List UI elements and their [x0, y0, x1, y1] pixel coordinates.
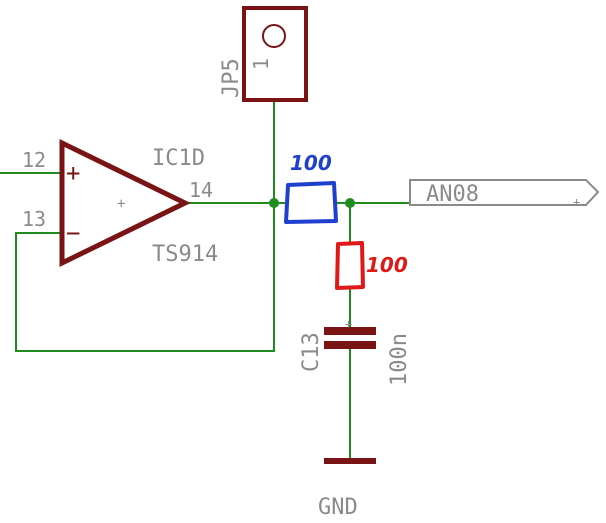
- capacitor-c13[interactable]: + C13 100n: [299, 317, 412, 386]
- capacitor-value: 100n: [387, 333, 412, 386]
- opamp-triangle: [59, 138, 191, 268]
- blue-resistor-annotation: 100: [284, 151, 338, 224]
- opamp-value: TS914: [152, 242, 218, 267]
- opamp-pin-13: 13: [22, 207, 46, 231]
- net-label-text: AN08: [426, 182, 479, 207]
- opamp-minus-sign: −: [66, 219, 80, 247]
- net-label-flag: [409, 179, 600, 206]
- capacitor-name: C13: [299, 332, 324, 372]
- opamp-ic1d[interactable]: + − + 12 13 14 IC1D TS914: [22, 138, 218, 268]
- capacitor-plate-top: [324, 327, 376, 335]
- capacitor-origin-mark: +: [345, 317, 352, 331]
- junction-dot-output: [269, 198, 279, 208]
- wire-feedback: [15, 203, 275, 352]
- jumper-pin-label: 1: [249, 58, 273, 70]
- capacitor-plate-bottom: [324, 341, 376, 349]
- net-label-origin-mark: +: [573, 195, 580, 209]
- ground-bar-icon: [324, 458, 376, 464]
- blue-resistor-value: 100: [290, 151, 332, 175]
- red-resistor-annotation: 100: [335, 241, 408, 290]
- blue-resistor-body: [284, 181, 338, 224]
- red-resistor-body: [335, 241, 365, 290]
- opamp-pin-14: 14: [189, 178, 213, 202]
- junction-dot-cap: [345, 198, 355, 208]
- red-resistor-value: 100: [366, 253, 408, 277]
- opamp-name: IC1D: [152, 146, 205, 171]
- ground-label: GND: [318, 495, 358, 520]
- jumper-body: [242, 6, 308, 102]
- opamp-pin-12: 12: [22, 148, 46, 172]
- ground-symbol[interactable]: GND: [318, 458, 376, 520]
- opamp-center-mark: +: [117, 196, 125, 212]
- jumper-name: JP5: [219, 58, 244, 98]
- jumper-jp5[interactable]: 1 JP5: [219, 6, 308, 102]
- jumper-pin-icon: [262, 24, 286, 48]
- opamp-plus-sign: +: [66, 159, 80, 187]
- net-label-an08[interactable]: AN08 +: [409, 179, 600, 209]
